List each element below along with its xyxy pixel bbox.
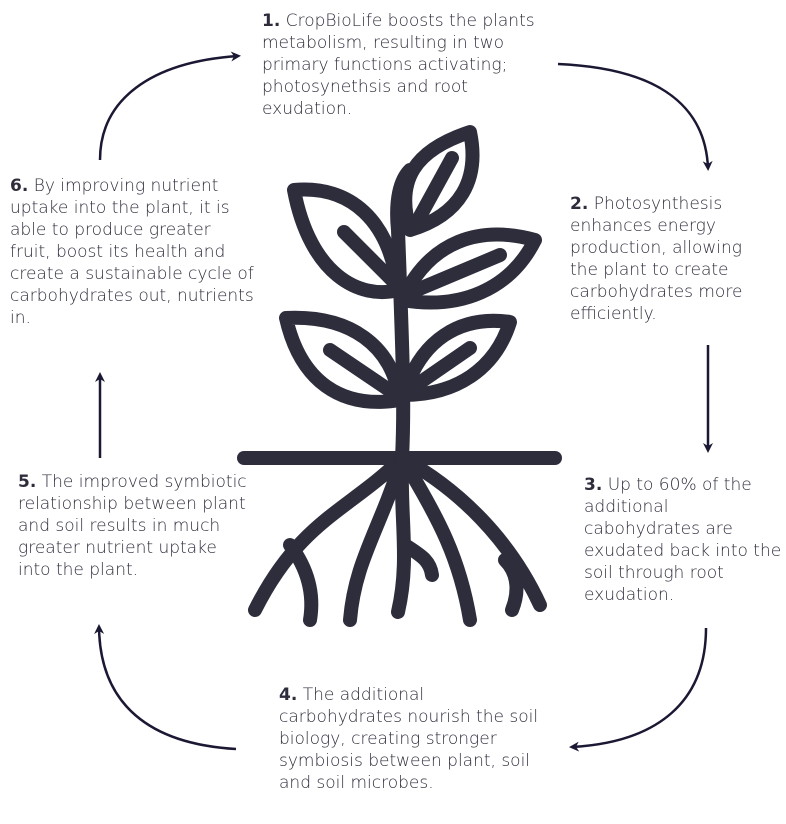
- leaf-upper-left-vein: [337, 225, 399, 287]
- leaf-upper-left: [287, 182, 405, 300]
- arrow-icon: [98, 51, 241, 161]
- step-number: 6.: [10, 176, 29, 196]
- step-text: Up to 60% of the additional cabohydrates…: [584, 475, 782, 605]
- leaf-lower-right-vein: [405, 341, 477, 395]
- step-6: 6. By improving nutrient uptake into the…: [10, 175, 255, 329]
- leaf-upper-right-vein: [405, 248, 507, 299]
- root-far-right: [395, 451, 547, 612]
- leaf-lower-left-vein: [323, 343, 399, 399]
- step-4: 4. The additional carbohydrates nourish …: [279, 684, 549, 794]
- root-far-left-branch: [283, 538, 319, 627]
- step-text: By improving nutrient uptake into the pl…: [10, 176, 254, 328]
- step-number: 2.: [570, 194, 589, 214]
- root-right: [395, 451, 477, 627]
- root-center-branch: [398, 538, 439, 582]
- arrow-icon: [569, 627, 708, 752]
- step-text: Photosynthesis enhances energy productio…: [570, 194, 743, 324]
- root-left: [343, 451, 409, 627]
- arrow-icon: [557, 62, 713, 171]
- step-1: 1. CropBioLife boosts the plants metabol…: [262, 10, 562, 120]
- leaf-upper-right: [395, 227, 542, 310]
- step-text: The additional carbohydrates nourish the…: [279, 685, 539, 793]
- step-text: CropBioLife boosts the plants metabolism…: [262, 11, 535, 119]
- step-text: The improved symbiotic relationship betw…: [18, 472, 247, 580]
- step-3: 3. Up to 60% of the additional cabohydra…: [584, 474, 784, 606]
- leaf-top-vein: [411, 151, 459, 227]
- step-2: 2. Photosynthesis enhances energy produc…: [570, 193, 770, 325]
- step-number: 3.: [584, 475, 603, 495]
- step-number: 4.: [279, 685, 298, 705]
- leaf-lower-right: [397, 313, 517, 402]
- root-far-right-branch: [498, 553, 524, 617]
- arrow-icon: [94, 624, 237, 751]
- step-number: 5.: [18, 472, 37, 492]
- step-number: 1.: [262, 11, 281, 31]
- leaf-top: [398, 125, 480, 237]
- root-far-left: [248, 451, 409, 617]
- step-5: 5. The improved symbiotic relationship b…: [18, 471, 253, 581]
- leaf-lower-left: [279, 310, 407, 409]
